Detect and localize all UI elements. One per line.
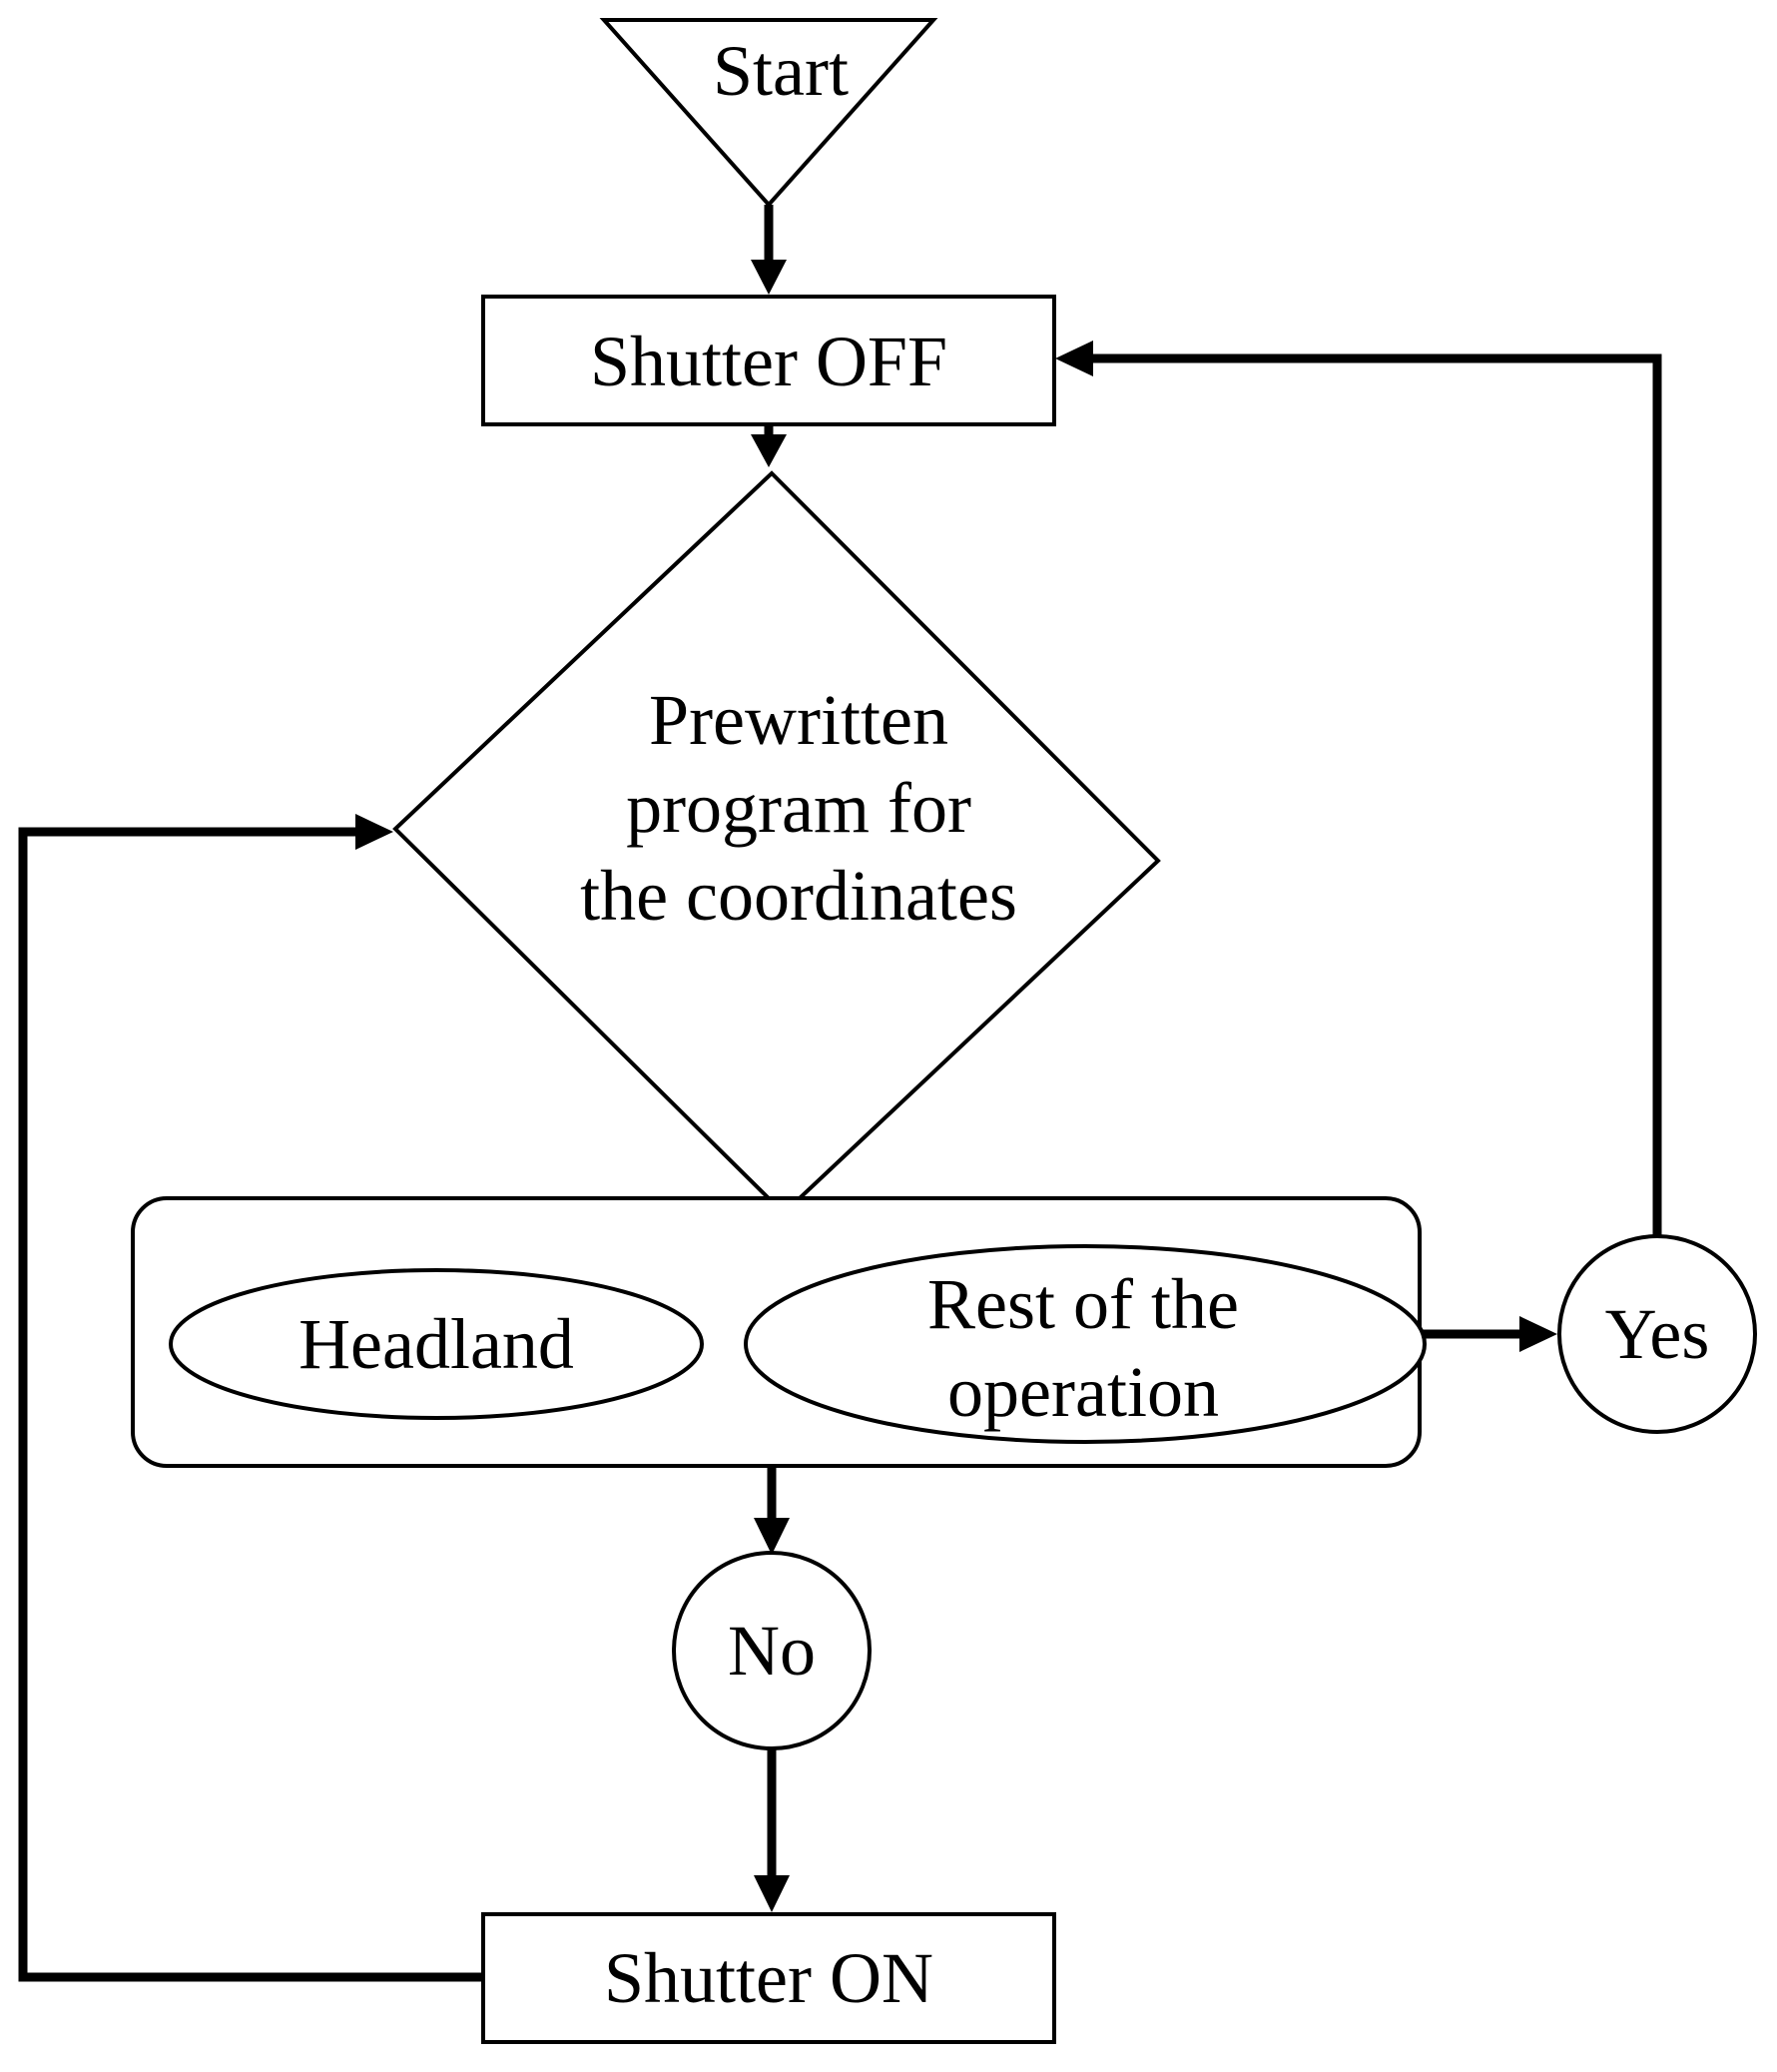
decision-node: Prewritten program for the coordinates bbox=[392, 470, 1161, 1216]
decision-label-line-1: Prewritten bbox=[649, 680, 948, 760]
connector-shutter-on-to-decision bbox=[18, 814, 483, 1982]
shutter-off-label: Shutter OFF bbox=[590, 322, 947, 401]
connector-start-to-shutter-off bbox=[751, 205, 787, 295]
rest-of-operation-label-line-1: Rest of the bbox=[927, 1264, 1239, 1344]
rest-of-operation-label-line-2: operation bbox=[947, 1352, 1219, 1432]
connector-shutter-off-to-decision bbox=[751, 424, 787, 467]
connector-no-to-shutter-on bbox=[754, 1747, 790, 1912]
rest-of-operation-node: Rest of the operation bbox=[744, 1244, 1427, 1444]
connector-operation-box-to-no bbox=[754, 1466, 790, 1555]
connector-operation-box-to-yes bbox=[1420, 1316, 1557, 1352]
yes-label: Yes bbox=[1605, 1294, 1710, 1374]
shutter-off-node: Shutter OFF bbox=[481, 295, 1056, 426]
shutter-on-node: Shutter ON bbox=[481, 1912, 1056, 2044]
no-node: No bbox=[672, 1551, 872, 1750]
decision-label-line-2: program for bbox=[626, 768, 971, 848]
yes-node: Yes bbox=[1557, 1234, 1757, 1434]
start-node: Start bbox=[599, 18, 938, 209]
headland-node: Headland bbox=[169, 1268, 704, 1420]
start-label: Start bbox=[713, 31, 849, 111]
headland-label: Headland bbox=[298, 1304, 574, 1384]
shutter-on-label: Shutter ON bbox=[604, 1938, 933, 2018]
decision-label-line-3: the coordinates bbox=[580, 856, 1017, 936]
no-label: No bbox=[728, 1611, 816, 1691]
connector-yes-to-shutter-off bbox=[1055, 341, 1662, 1238]
